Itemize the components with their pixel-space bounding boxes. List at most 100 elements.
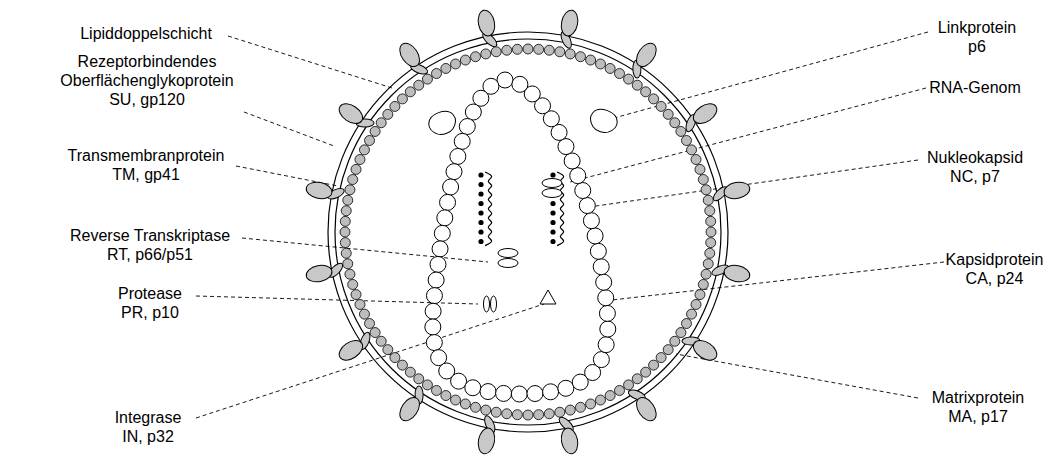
capsid-protein [425,303,441,319]
matrix-protein [544,45,554,55]
part-label: Integrase IN, p32 [107,408,189,446]
capsid-protein [600,321,616,337]
matrix-protein [348,175,358,185]
matrix-protein [422,74,432,84]
matrix-protein [676,126,686,136]
leader-line [614,32,928,118]
matrix-protein [512,410,522,420]
reverse-transcriptase [542,189,562,198]
matrix-protein [376,336,386,346]
matrix-protein [670,336,680,346]
matrix-protein [451,59,461,69]
part-label: RNA-Genom [915,78,1035,97]
glycoprotein-spike [305,260,347,284]
nucleocapsid-dot [550,201,555,206]
matrix-protein [706,238,716,248]
matrix-protein [565,405,575,415]
capsid-protein [598,337,614,353]
matrix-protein [656,353,666,363]
matrix-protein [383,345,393,355]
nucleocapsid-dot [550,220,555,225]
matrix-protein [555,47,565,57]
matrix-protein [534,410,544,420]
matrix-protein [706,227,716,237]
matrix-protein [355,299,365,309]
matrix-protein [523,44,533,54]
leader-line [244,112,334,146]
lipid-bilayer [328,32,728,432]
surface-glycoprotein [632,394,660,425]
surface-glycoprotein [476,427,497,456]
glycoprotein-spike [305,180,347,204]
capsid-protein [426,288,442,304]
matrix-protein [383,109,393,119]
matrix-protein [405,367,415,377]
matrix-protein [705,206,715,216]
matrix-protein [341,206,351,216]
matrix-protein [345,269,355,279]
nucleocapsid-dot [550,172,555,177]
link-protein [426,108,459,138]
capsid-protein [496,385,512,401]
leader-line [242,238,488,262]
matrix-protein [687,309,697,319]
matrix-protein [656,101,666,111]
link-protein [587,106,620,136]
glycoprotein-spike [709,180,751,204]
matrix-protein [605,63,615,73]
matrix-protein [390,101,400,111]
leader-line [196,304,544,418]
surface-glycoprotein [690,336,721,364]
surface-glycoprotein [476,9,497,38]
matrix-protein [355,155,365,165]
matrix-protein [481,49,491,59]
matrix-protein [340,238,350,248]
matrix-protein [575,52,585,62]
capsid-protein [440,194,456,210]
leader-line [612,262,944,300]
part-label: Matrixprotein MA, p17 [921,388,1036,426]
capsid-protein [593,259,609,275]
capsid-protein [446,164,462,180]
matrix-protein [586,55,596,65]
capsid-protein [599,305,615,321]
part-label: Rezeptorbindendes Oberflächenglykoprotei… [55,52,240,109]
nucleocapsid-dot [478,191,483,196]
capsid-protein [426,335,442,351]
surface-glycoprotein [559,9,580,38]
glycoprotein-spike [476,9,500,51]
matrix-protein [370,126,380,136]
surface-glycoprotein [723,263,752,284]
capsid-protein [454,133,470,149]
matrix-protein [706,216,716,226]
lipid-bilayer [335,39,721,425]
matrix-protein [422,380,432,390]
surface-glycoprotein [559,427,580,456]
nucleocapsid-dot [478,201,483,206]
capsid-protein [598,290,614,306]
matrix-protein [340,216,350,226]
matrix-protein [703,259,713,269]
matrix-protein [681,136,691,146]
capsid-protein [425,319,441,335]
capsid-protein [558,139,574,155]
leader-lines [196,32,944,418]
part-label: Linkprotein p6 [931,18,1023,56]
capsid-protein [564,153,580,169]
matrix-protein [632,374,642,384]
matrix-protein [441,391,451,401]
nucleocapsid-dot [478,210,483,215]
matrix-protein [397,360,407,370]
nucleocapsid-dot [478,220,483,225]
capsid-protein [570,168,586,184]
capsid-protein [428,272,444,288]
capsid-protein [451,373,467,389]
surface-glycoprotein [632,40,660,71]
matrix-protein [615,385,625,395]
matrix-protein [471,402,481,412]
part-label: Nukleokapsid NC, p7 [920,148,1030,186]
capsid-protein [430,256,446,272]
leader-line [676,354,918,398]
matrix-protein [691,155,701,165]
